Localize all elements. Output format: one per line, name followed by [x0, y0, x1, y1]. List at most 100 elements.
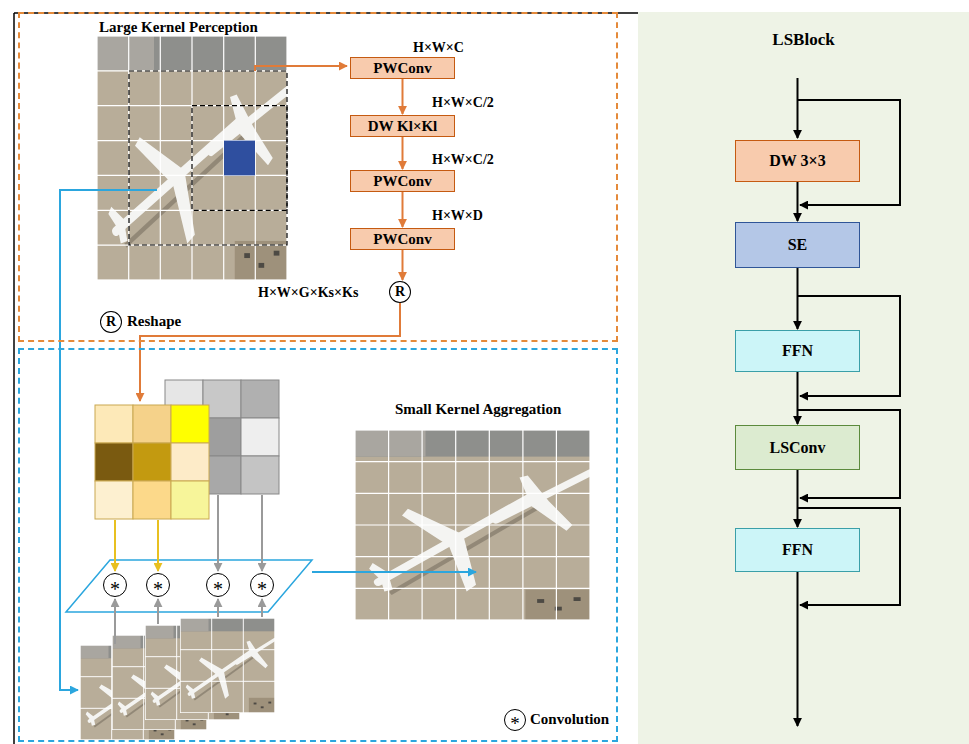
output-image-part	[355, 430, 590, 620]
flow-arrow	[797, 372, 799, 424]
output-image-part	[355, 430, 590, 620]
se-box: SE	[735, 222, 860, 268]
kernel-arrow	[115, 495, 476, 644]
kernel-grid-yellow-part	[171, 405, 209, 443]
convolution-symbol: *	[250, 573, 274, 597]
pwconv-box: PWConv	[350, 228, 455, 250]
residual-line-part	[797, 572, 799, 726]
lsconv-box: LSConv	[735, 425, 860, 470]
kernel-arrow-part	[261, 495, 263, 571]
kernel-grid-gray-part	[241, 418, 279, 456]
dimension-slot: H×W×G×Ks×Ks	[258, 283, 358, 301]
dimension-label: H×W×C/2	[432, 95, 494, 110]
flow-arrow	[402, 137, 404, 169]
kernel-grid-yellow	[95, 405, 209, 519]
node-text: *	[153, 578, 163, 601]
output-image-part	[355, 430, 590, 620]
dimension-label: H×W×C/2	[432, 152, 494, 167]
dimension-label: H×W×D	[432, 208, 483, 223]
node-text: PWConv	[373, 60, 431, 77]
figure-border	[14, 13, 969, 744]
layout-arrow	[60, 66, 400, 690]
kernel-grid-yellow-part	[133, 443, 171, 481]
flow-arrow	[797, 470, 799, 527]
node-text: *	[213, 578, 223, 601]
aggregation-region: Small Kernel Aggregation*****	[18, 348, 618, 742]
flow-arrow	[402, 79, 404, 114]
reshape-legend-symbol: R	[100, 311, 122, 333]
flow-arrow	[402, 192, 404, 227]
convolution-symbol: *	[103, 573, 127, 597]
figure-border-part	[13, 13, 15, 744]
dimension-slot: H×W×C/2	[432, 93, 494, 111]
pwconv-box: PWConv	[350, 170, 455, 192]
legend-text: Reshape	[127, 313, 181, 330]
pwconv-box: PWConv	[350, 57, 455, 79]
node-text: *	[257, 578, 267, 601]
node-text: PWConv	[373, 231, 431, 248]
aerial-image-part	[97, 36, 287, 280]
kernel-grid-gray	[165, 380, 279, 494]
node-text: R	[106, 314, 116, 330]
aerial-image	[97, 36, 287, 280]
kernel-grid-yellow-part	[95, 481, 133, 519]
kernel-grid-yellow-part	[171, 443, 209, 481]
node-text: DW Kl×Kl	[368, 118, 438, 135]
kernel-grid-gray-part	[241, 456, 279, 494]
kernel-grid-gray-part	[241, 380, 279, 418]
layout-arrow-part	[255, 66, 347, 71]
kernel-grid-yellow-part	[171, 481, 209, 519]
aggregation-parallelogram-part	[66, 560, 312, 612]
node-text: *	[110, 578, 120, 601]
flow-arrow	[797, 268, 799, 329]
legend-entry: Reshape	[127, 313, 181, 330]
convolution-symbol: *	[146, 573, 170, 597]
aerial-image-part	[224, 141, 255, 176]
kernel-arrow-part	[157, 520, 159, 571]
node-text: FFN	[782, 342, 813, 360]
residual-line-part	[797, 78, 799, 138]
kernel-arrow-part	[114, 520, 116, 571]
dw-conv-box: DW Kl×Kl	[350, 115, 455, 137]
node-text: PWConv	[373, 173, 431, 190]
node-text: FFN	[782, 541, 813, 559]
region-title: LSBlock	[772, 30, 834, 50]
convolution-legend-symbol: *	[504, 709, 526, 731]
kernel-grid-yellow-part	[133, 405, 171, 443]
convolution-symbol: *	[206, 573, 230, 597]
dimension-label: H×W×G×Ks×Ks	[258, 285, 358, 300]
lsblock-panel: LSBlockDW 3×3SEFFNLSConvFFN	[638, 12, 969, 744]
region-title: Small Kernel Aggregation	[395, 401, 561, 418]
kernel-grid-yellow-part	[95, 443, 133, 481]
dimension-slot: H×W×D	[432, 206, 483, 224]
kernel-arrow-part	[114, 599, 116, 644]
node-text: R	[395, 284, 405, 300]
kernel-arrow-part	[261, 599, 263, 617]
kernel-arrow-part	[217, 599, 219, 617]
aerial-image-part	[97, 36, 287, 280]
kernel-arrow-part	[157, 599, 159, 624]
legend-text: Convolution	[530, 711, 609, 728]
flow-arrow	[402, 250, 404, 280]
kernel-grid-yellow-part	[133, 481, 171, 519]
reshape-symbol: R	[389, 281, 411, 303]
patch-stack	[80, 618, 275, 740]
ffn-box: FFN	[735, 330, 860, 372]
dimension-label: H×W×C	[413, 40, 464, 55]
legend-entry: Convolution	[530, 711, 609, 728]
ffn-box: FFN	[735, 528, 860, 572]
node-text: LSConv	[769, 439, 825, 457]
region-title: Large Kernel Perception	[99, 19, 258, 36]
output-image	[355, 430, 590, 620]
node-text: DW 3×3	[769, 152, 825, 170]
dimension-slot: H×W×C/2	[432, 150, 494, 168]
aerial-image-part	[129, 71, 287, 245]
kernel-grid-yellow-part	[95, 405, 133, 443]
kernel-arrow-part	[312, 571, 476, 573]
lsblock-panel	[638, 12, 969, 744]
flow-arrow	[797, 182, 799, 221]
